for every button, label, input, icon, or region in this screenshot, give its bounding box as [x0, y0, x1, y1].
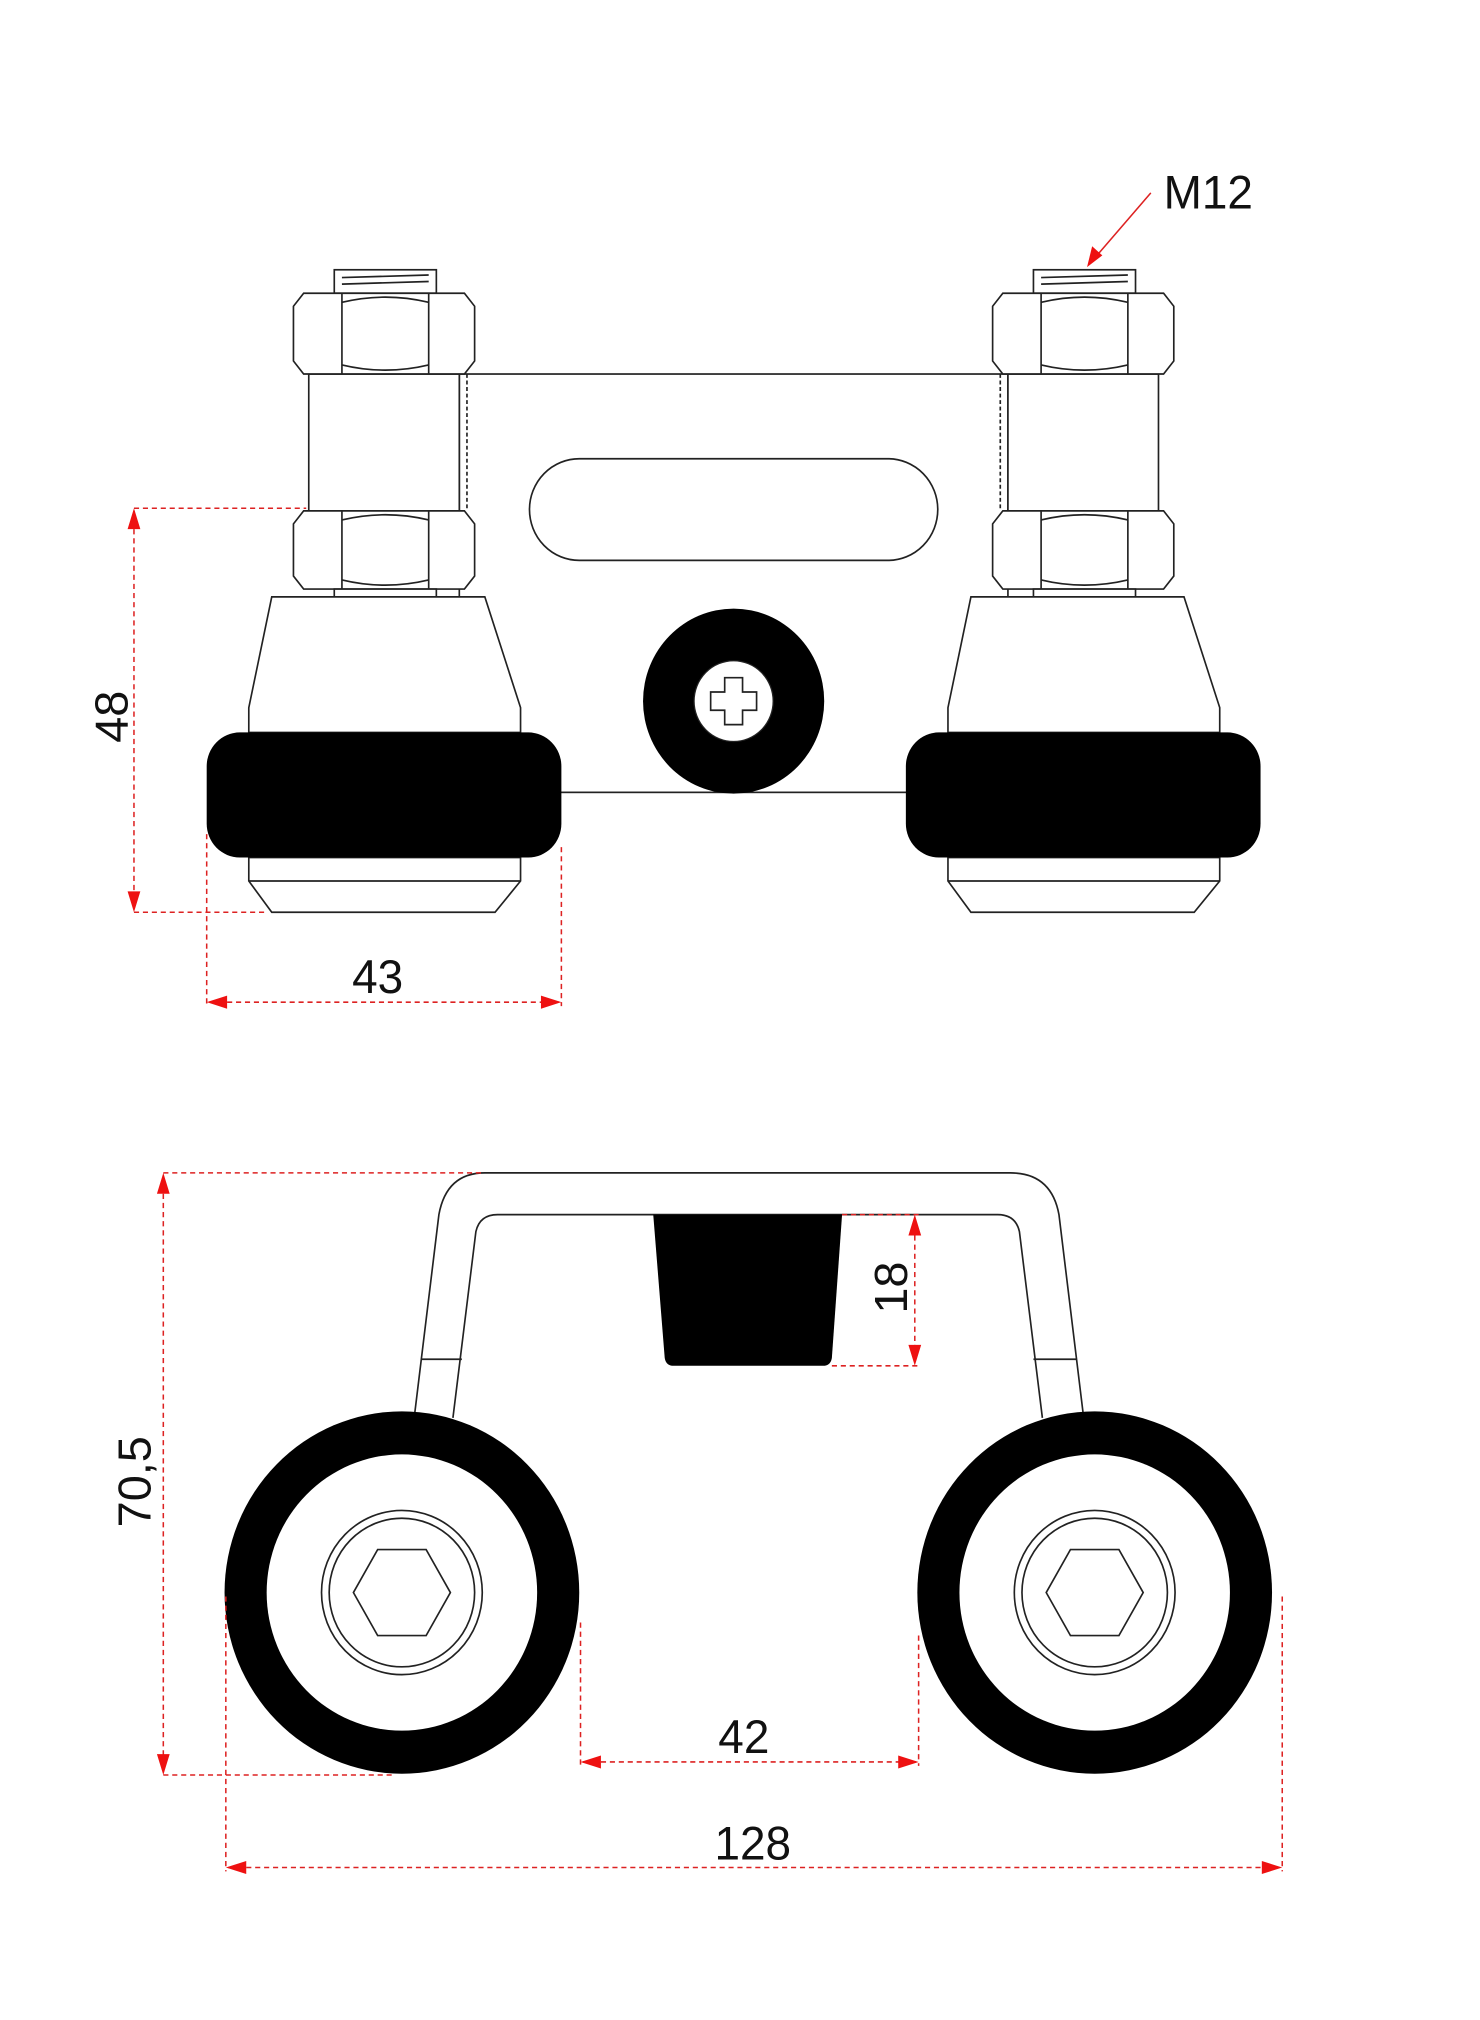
phillips-screw-icon [643, 608, 825, 794]
total-height-dim-label: 70,5 [109, 1436, 160, 1527]
thread-callout: M12 [1087, 166, 1253, 268]
rubber-tire [905, 732, 1261, 858]
hex-nut-upper [991, 292, 1175, 375]
wheel-gap-dimension: 42 [579, 1622, 920, 1769]
wheel-gap-dim-label: 42 [718, 1710, 769, 1763]
stop-height-dimension: 18 [831, 1213, 922, 1367]
hex-socket-icon [1045, 1548, 1145, 1637]
hex-nut-lower [292, 510, 476, 590]
mounting-slot [528, 457, 939, 562]
wheel-width-dim-label: 43 [352, 951, 403, 1004]
height-dimension: 48 [86, 507, 307, 914]
total-height-dimension: 70,5 [109, 1172, 485, 1776]
roller-assembly-right [905, 268, 1261, 914]
rubber-stop [653, 1214, 843, 1366]
roller-assembly-left [206, 268, 562, 914]
side-view: 70,5 18 42 128 [109, 1172, 1284, 1875]
top-view: M12 48 43 [86, 166, 1261, 1009]
thread-label: M12 [1164, 166, 1253, 219]
rubber-tire [206, 732, 562, 858]
wheel-right [917, 1411, 1273, 1774]
hex-socket-icon [352, 1548, 452, 1637]
total-length-dimension: 128 [225, 1596, 1284, 1875]
wheel-width-dimension: 43 [205, 834, 563, 1009]
hex-nut-upper [292, 292, 476, 375]
total-length-dim-label: 128 [714, 1817, 791, 1870]
stop-height-dim-label: 18 [866, 1261, 917, 1313]
hex-nut-lower [991, 510, 1175, 590]
height-dim-label: 48 [86, 691, 137, 743]
wheel-left [224, 1411, 580, 1774]
